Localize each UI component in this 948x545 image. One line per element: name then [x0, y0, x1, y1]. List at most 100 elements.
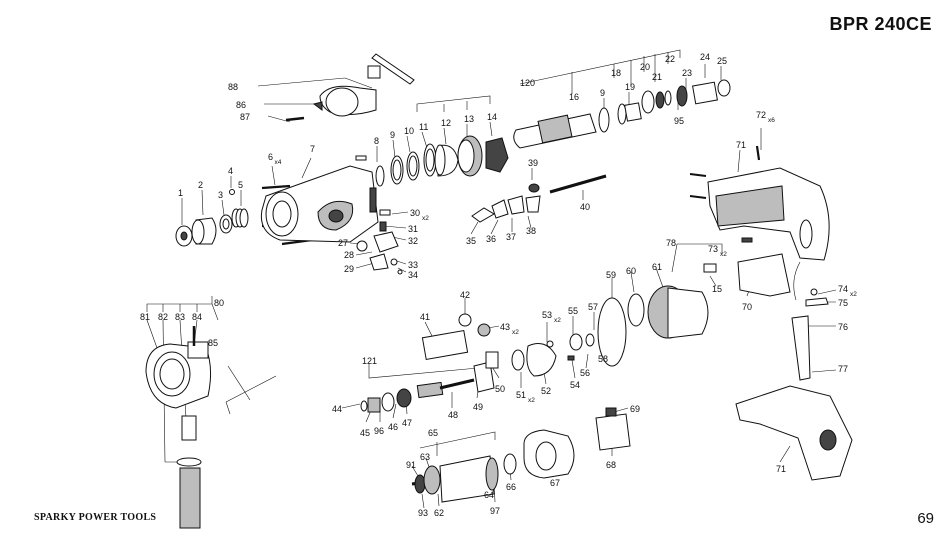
part-label-p34: 34 [408, 270, 418, 280]
part-label-p78: 78 [666, 238, 676, 248]
part-label-p4: 4 [228, 166, 233, 176]
part-label-p40: 40 [580, 202, 590, 212]
part-qty-p43: x2 [512, 329, 519, 336]
part-label-p37: 37 [506, 232, 516, 242]
part-label-p21: 21 [652, 72, 662, 82]
part-qty-p30: x2 [422, 215, 429, 222]
part-label-p32: 32 [408, 236, 418, 246]
part-label-p11: 11 [419, 122, 428, 132]
part-label-p24: 24 [700, 52, 710, 62]
part-label-p60: 60 [626, 266, 636, 276]
part-label-p29: 29 [344, 264, 354, 274]
part-qty-p74: x2 [850, 291, 857, 298]
part-label-p31: 31 [408, 224, 418, 234]
part-label-p51: 51 [516, 390, 526, 400]
part-qty-p73: x2 [720, 251, 727, 258]
part-label-p55: 55 [568, 306, 578, 316]
part-label-p82: 82 [158, 312, 168, 322]
part-label-p63: 63 [420, 452, 430, 462]
part-label-p59: 59 [606, 270, 616, 280]
part-label-p83: 83 [175, 312, 185, 322]
part-label-p64: 64 [484, 490, 494, 500]
part-label-p27: 27 [338, 238, 348, 248]
part-label-p120: 120 [520, 78, 535, 88]
part-label-p38: 38 [526, 226, 536, 236]
part-label-p13: 13 [464, 114, 474, 124]
part-label-p88: 88 [228, 82, 238, 92]
part-label-p48: 48 [448, 410, 458, 420]
part-label-p42: 42 [460, 290, 470, 300]
part-label-p93: 93 [418, 508, 428, 518]
part-label-p58: 58 [598, 354, 608, 364]
part-label-p73: 73 [708, 244, 718, 254]
part-label-p50: 50 [495, 384, 505, 394]
part-qty-p72: x6 [768, 117, 775, 124]
part-label-p25: 25 [717, 56, 727, 66]
part-label-p71a: 71 [736, 140, 746, 150]
part-label-p1: 1 [178, 188, 183, 198]
part-label-p12: 12 [441, 118, 451, 128]
part-label-p68: 68 [606, 460, 616, 470]
part-label-p28: 28 [344, 250, 354, 260]
part-label-p3: 3 [218, 190, 223, 200]
part-label-p9b: 9 [600, 88, 605, 98]
part-label-p44: 44 [332, 404, 342, 414]
part-label-p6: 6 [268, 152, 273, 162]
part-label-p22: 22 [665, 54, 675, 64]
part-label-p45: 45 [360, 428, 370, 438]
part-label-p9a: 9 [390, 130, 395, 140]
part-label-p14: 14 [487, 112, 497, 122]
part-label-p97: 97 [490, 506, 500, 516]
part-qty-p6: x4 [275, 159, 282, 166]
part-label-p71b: 71 [776, 464, 786, 474]
part-label-p39: 39 [528, 158, 538, 168]
part-qty-p51: x2 [528, 397, 535, 404]
part-label-p57: 57 [588, 302, 598, 312]
part-label-p121: 121 [362, 356, 377, 366]
part-label-p41: 41 [420, 312, 430, 322]
part-label-p46: 46 [388, 422, 398, 432]
part-label-p53: 53 [542, 310, 552, 320]
part-label-p62: 62 [434, 508, 444, 518]
part-label-p72: 72 [756, 110, 766, 120]
part-label-p33: 33 [408, 260, 418, 270]
part-label-p15: 15 [712, 284, 722, 294]
part-shapes [145, 53, 853, 529]
part-label-p18: 18 [611, 68, 621, 78]
part-label-p75: 75 [838, 298, 848, 308]
part-label-p7: 7 [310, 144, 315, 154]
part-label-p69: 69 [630, 404, 640, 414]
part-label-p16: 16 [569, 92, 579, 102]
brand-footer: SPARKY POWER TOOLS [34, 512, 157, 523]
part-label-p87: 87 [240, 112, 250, 122]
part-label-p81: 81 [140, 312, 150, 322]
part-label-p8: 8 [374, 136, 379, 146]
part-label-p80: 80 [214, 298, 224, 308]
part-label-p2: 2 [198, 180, 203, 190]
part-label-p19: 19 [625, 82, 635, 92]
part-label-p35: 35 [466, 236, 476, 246]
part-label-p65: 65 [428, 428, 438, 438]
part-label-p20: 20 [640, 62, 650, 72]
page-number: 69 [917, 510, 934, 527]
part-label-p10: 10 [404, 126, 414, 136]
part-label-p54: 54 [570, 380, 580, 390]
part-label-p49: 49 [473, 402, 483, 412]
part-label-p43: 43 [500, 322, 510, 332]
model-title: BPR 240CE [829, 14, 932, 34]
part-label-p5: 5 [238, 180, 243, 190]
part-label-p70: 70 [742, 302, 752, 312]
part-label-p91: 91 [406, 460, 416, 470]
part-label-p67: 67 [550, 478, 560, 488]
part-label-p76: 76 [838, 322, 848, 332]
part-label-p96: 96 [374, 426, 384, 436]
part-label-p86: 86 [236, 100, 246, 110]
part-label-p56: 56 [580, 368, 590, 378]
part-label-p23: 23 [682, 68, 692, 78]
part-qty-p53: x2 [554, 317, 561, 324]
part-label-p66: 66 [506, 482, 516, 492]
part-label-p74: 74 [838, 284, 848, 294]
part-label-p36: 36 [486, 234, 496, 244]
